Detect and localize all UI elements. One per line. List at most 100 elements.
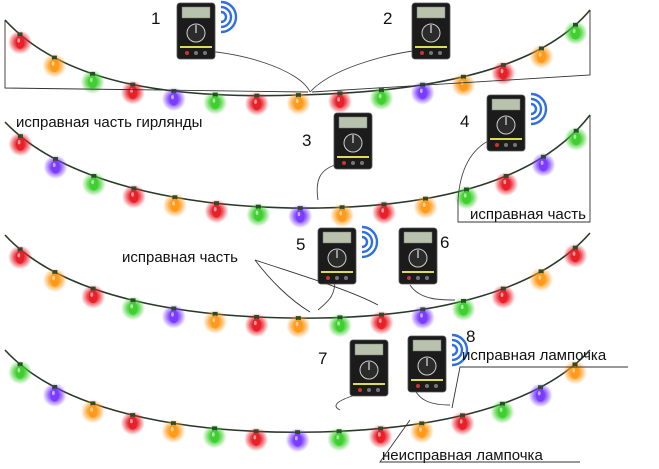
sound-signal-icon bbox=[451, 333, 469, 367]
probe-lead-6 bbox=[409, 284, 456, 301]
bulb-green bbox=[490, 399, 515, 424]
bulb-green bbox=[203, 90, 228, 115]
number-6: 6 bbox=[440, 233, 449, 252]
number-7: 7 bbox=[318, 349, 327, 368]
bulb-orange bbox=[451, 72, 476, 97]
pointer-bad-bulb bbox=[379, 419, 580, 463]
number-5: 5 bbox=[296, 235, 305, 254]
bulb-orange bbox=[529, 44, 554, 69]
label-bad-bulb: неисправная лампочка bbox=[382, 447, 543, 464]
bulb-purple bbox=[42, 383, 67, 407]
bulb-purple bbox=[531, 152, 556, 177]
bulb-orange bbox=[203, 309, 228, 334]
bulb-purple bbox=[528, 383, 553, 408]
bulb-orange bbox=[529, 267, 554, 292]
bulb-red bbox=[81, 284, 106, 309]
garland-2-wire bbox=[4, 114, 591, 209]
bulb-red bbox=[450, 411, 475, 436]
sound-signal-icon bbox=[361, 225, 379, 259]
bulb-red bbox=[244, 427, 269, 452]
bulb-orange bbox=[330, 203, 355, 228]
garland-3-wire bbox=[4, 232, 591, 319]
probe-lead-4 bbox=[457, 139, 491, 201]
number-2: 2 bbox=[383, 9, 392, 28]
bulb-green bbox=[80, 69, 105, 94]
bracket-garland-2 bbox=[457, 115, 591, 223]
bulb-red bbox=[563, 243, 588, 268]
multimeter-3 bbox=[333, 112, 373, 170]
multimeter-1 bbox=[176, 0, 238, 60]
bulb-red bbox=[368, 424, 393, 449]
bulb-red bbox=[8, 245, 33, 270]
bulb-red bbox=[121, 184, 146, 209]
bulb-green bbox=[246, 202, 271, 227]
bracket-garland-1 bbox=[4, 20, 309, 93]
probe-lead-3 bbox=[316, 164, 336, 201]
label-good-part-garland: исправная часть гирлянды bbox=[16, 114, 202, 131]
number-1: 1 bbox=[151, 9, 160, 28]
bulb-purple bbox=[161, 304, 186, 329]
pointer-part-3a bbox=[254, 259, 311, 313]
garland-4-wire bbox=[4, 349, 591, 434]
sound-signal-icon bbox=[220, 0, 238, 34]
bulb-green bbox=[327, 313, 352, 338]
bulb-green bbox=[121, 296, 145, 321]
number-4: 4 bbox=[460, 112, 469, 131]
bulb-orange bbox=[413, 194, 438, 219]
multimeter-4 bbox=[486, 92, 548, 152]
bulb-orange bbox=[563, 360, 587, 385]
bulb-red bbox=[120, 80, 145, 105]
multimeter-8 bbox=[407, 333, 469, 393]
bulb-red bbox=[8, 30, 32, 55]
bulb-red bbox=[204, 199, 229, 224]
bulb-purple bbox=[43, 155, 68, 179]
bulb-orange bbox=[286, 91, 311, 116]
bulb-red bbox=[491, 284, 516, 309]
bulb-green bbox=[81, 172, 106, 196]
sound-signal-icon bbox=[530, 92, 548, 126]
bulb-purple bbox=[410, 305, 435, 330]
bulb-orange bbox=[161, 419, 186, 444]
bulb-purple bbox=[410, 80, 435, 105]
probe-lead-5 bbox=[317, 279, 336, 311]
meters-layer bbox=[176, 0, 548, 397]
bulb-orange bbox=[162, 193, 187, 218]
bulb-green bbox=[451, 297, 476, 321]
bulb-red bbox=[244, 91, 269, 116]
multimeter-7 bbox=[349, 339, 389, 397]
multimeter-5 bbox=[317, 225, 379, 285]
bulb-green bbox=[8, 360, 33, 385]
bulb-orange bbox=[286, 314, 311, 339]
bulb-orange bbox=[409, 419, 434, 444]
multimeter-2 bbox=[411, 2, 451, 60]
multimeter-6 bbox=[398, 227, 438, 285]
pointer-good-bulb bbox=[451, 366, 628, 409]
bulb-red bbox=[491, 61, 516, 86]
bulb-red bbox=[244, 313, 269, 337]
bulb-purple bbox=[285, 428, 310, 453]
bulb-purple bbox=[161, 87, 186, 112]
bulb-green bbox=[454, 185, 479, 210]
number-8: 8 bbox=[466, 327, 475, 346]
bulb-green bbox=[202, 424, 227, 449]
bulb-orange bbox=[42, 53, 67, 78]
bracket-garland-1-right bbox=[311, 10, 591, 93]
label-good-part-2: исправная часть bbox=[470, 206, 586, 223]
bulb-purple bbox=[288, 204, 313, 229]
bulb-green bbox=[564, 126, 589, 151]
bulb-orange bbox=[42, 268, 67, 293]
probe-lead-7 bbox=[335, 394, 356, 411]
bulb-red bbox=[494, 172, 519, 196]
bulb-orange bbox=[80, 399, 105, 424]
bulb-red bbox=[372, 200, 396, 225]
bulb-red bbox=[120, 411, 145, 436]
bulb-red bbox=[327, 89, 352, 114]
bulb-green bbox=[563, 20, 588, 45]
probe-lead-2 bbox=[309, 49, 421, 93]
bulb-red bbox=[8, 132, 33, 157]
label-good-part-3: исправная часть bbox=[122, 249, 238, 266]
bulb-green bbox=[369, 86, 394, 111]
bulb-green bbox=[327, 427, 352, 452]
number-3: 3 bbox=[302, 131, 311, 150]
